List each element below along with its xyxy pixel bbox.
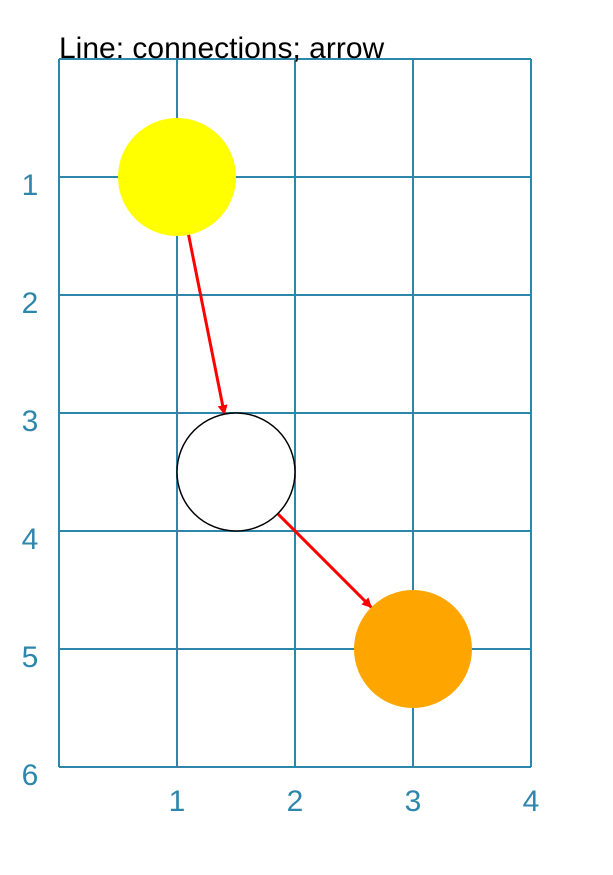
orange-node (354, 590, 472, 708)
x-tick-label: 2 (287, 785, 304, 818)
yellow-node (118, 118, 236, 236)
y-tick-label: 5 (22, 641, 39, 674)
x-tick-label: 3 (405, 785, 422, 818)
y-tick-label: 6 (22, 759, 39, 792)
diagram-title: Line: connections; arrow (59, 32, 385, 65)
nodes (118, 118, 472, 708)
x-tick-label: 1 (169, 785, 186, 818)
white-node (176, 412, 296, 532)
connection-arrow (276, 512, 373, 609)
y-tick-label: 2 (22, 287, 39, 320)
connection-arrow (187, 234, 228, 416)
y-tick-label: 4 (22, 523, 39, 556)
connections (187, 234, 373, 609)
x-axis-ticks: 1 2 3 4 (169, 785, 540, 818)
y-axis-ticks: 1 2 3 4 5 6 (22, 169, 39, 792)
y-tick-label: 1 (22, 169, 39, 202)
x-tick-label: 4 (523, 785, 540, 818)
y-tick-label: 3 (22, 405, 39, 438)
